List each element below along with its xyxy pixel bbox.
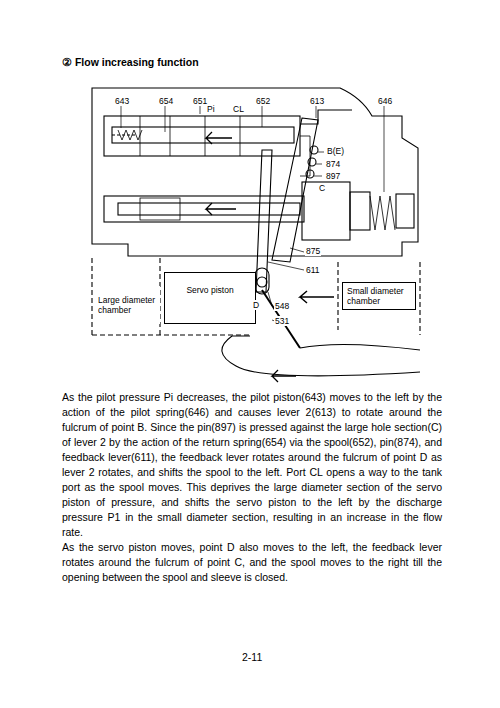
callout-number: 874 bbox=[325, 159, 341, 169]
feedback-lever bbox=[256, 150, 272, 292]
callout-number: 548 bbox=[274, 301, 290, 311]
chamber-region: Small diameter chamber bbox=[342, 282, 416, 310]
heading: ② Flow increasing function bbox=[62, 56, 199, 68]
callout-number: 654 bbox=[158, 96, 174, 106]
callout-number: 646 bbox=[377, 96, 393, 106]
region-label: Large diameter chamber bbox=[98, 295, 156, 315]
housing-outline bbox=[92, 88, 418, 256]
callout-number: D bbox=[252, 300, 260, 310]
callout-number: Pi bbox=[206, 104, 216, 114]
region-label: Servo piston bbox=[186, 285, 233, 295]
page-number: 2-11 bbox=[241, 652, 263, 662]
region-label: Small diameter chamber bbox=[347, 286, 411, 306]
callout-number: 875 bbox=[305, 246, 321, 256]
callout-number: 897 bbox=[325, 171, 341, 181]
body-paragraph: As the servo piston moves, point D also … bbox=[62, 540, 442, 585]
spool bbox=[112, 127, 294, 143]
callout-number: 611 bbox=[305, 265, 321, 275]
lever-2 bbox=[272, 118, 318, 262]
chamber-region: Large diameter chamber bbox=[94, 286, 160, 324]
callout-number: B(E) bbox=[326, 146, 345, 156]
callout-number: 652 bbox=[255, 96, 271, 106]
callout-number: 643 bbox=[114, 96, 130, 106]
servo-piston-box: Servo piston bbox=[164, 272, 256, 324]
callout-number: 613 bbox=[309, 96, 325, 106]
callout-number: C bbox=[318, 183, 326, 193]
callout-number: CL bbox=[232, 104, 245, 114]
callout-number: 531 bbox=[274, 316, 290, 326]
body-paragraph: As the pilot pressure Pi decreases, the … bbox=[62, 390, 442, 540]
